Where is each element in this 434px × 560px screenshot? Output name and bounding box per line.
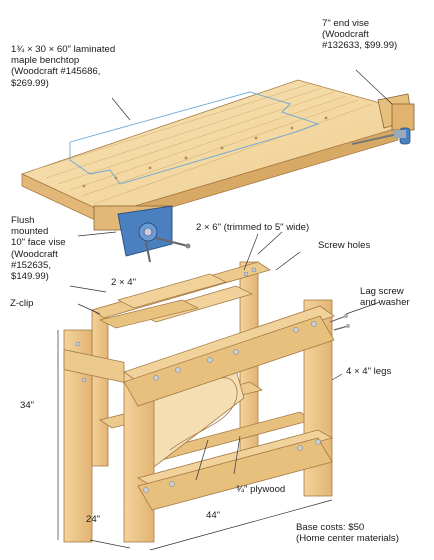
label-lag-screw: Lag screw and washer — [360, 286, 410, 309]
label-face-vise: Flush mounted 10" face vise (Woodcraft #… — [11, 215, 66, 283]
face-vise — [93, 205, 191, 263]
label-base-costs: Base costs: $50 (Home center materials) — [296, 522, 399, 545]
end-vise — [351, 93, 415, 145]
label-screw-holes: Screw holes — [318, 240, 371, 251]
label-legs: 4 × 4" legs — [346, 366, 392, 377]
label-end-vise: 7" end vise (Woodcraft #132633, $99.99) — [322, 18, 398, 52]
leader-lines — [57, 69, 393, 551]
label-plywood: ¾" plywood — [236, 484, 286, 495]
label-depth-dimension: 24" — [86, 514, 101, 525]
base — [63, 261, 350, 543]
label-benchtop: 1¾ × 30 × 60" laminated maple benchtop (… — [11, 44, 116, 89]
label-2x4-rail: 2 × 4" — [111, 277, 137, 288]
label-height-dimension: 34" — [20, 400, 35, 411]
label-z-clip: Z-clip — [10, 298, 34, 309]
label-length-dimension: 44" — [206, 510, 221, 521]
benchtop — [20, 79, 399, 227]
label-2x6-rail: 2 × 6" (trimmed to 5" wide) — [196, 222, 310, 233]
